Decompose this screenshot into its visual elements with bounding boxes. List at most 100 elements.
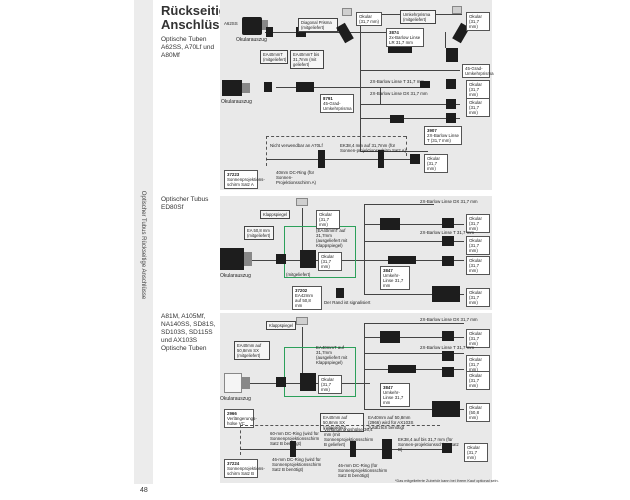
section2-diagram: Klappspiegel Okular (31,7 mm) EA 50,8 mm…: [220, 196, 492, 310]
eyepiece: [442, 256, 454, 266]
flip-mirror: [300, 373, 316, 391]
part-number: 2966: [227, 411, 237, 416]
okular-box: Okular (31,7 mm): [466, 288, 490, 307]
connector-line: [360, 70, 460, 71]
flip-mirror: [300, 250, 316, 268]
connector-line: [364, 294, 464, 295]
barlow-lens: [388, 47, 412, 53]
barlow-lens: [390, 115, 404, 123]
connector-line: [364, 409, 464, 410]
footnote: *Das mitgelieferte Zubehör kann bei Ihre…: [395, 479, 499, 483]
part-description: 45-Grad-Umkehrprisma: [323, 101, 352, 111]
okular-box: Okular (31,7 mm): [316, 210, 340, 229]
part-number: 8791: [323, 96, 333, 101]
vertical-section-title: Optischer Tubus Rückseitige Anschlüsse: [140, 190, 146, 300]
sun-screen-part: [290, 441, 296, 457]
okular-box: Okular (50,8 mm): [466, 403, 490, 422]
barlow-dx-label: 2X-Barlow Linse DX 31,7 mm: [420, 317, 478, 322]
part-number: 37202: [295, 288, 308, 293]
section2-title-line1: Optischer Tubus: [161, 196, 209, 203]
prism-45-box: 45-Grad-Umkehrprisma: [462, 64, 494, 78]
okular-box: Okular (31,7 mm): [466, 236, 490, 255]
sun-screen-part: [318, 150, 325, 168]
okular-box: Okular (31,7 mm): [318, 375, 342, 394]
a62ss-label: A62SS: [224, 21, 238, 26]
adapter: [296, 82, 306, 92]
dashed-guide: [406, 136, 407, 156]
barlow-dx-label: 2X-Barlow Linse DX 31,7 mm: [370, 91, 428, 96]
part-number: 37223: [227, 172, 240, 177]
adapter: [264, 82, 272, 92]
eyepiece: [442, 351, 454, 361]
diagonal-prism: [336, 22, 354, 44]
connector-line: [364, 241, 464, 242]
eyepiece-large: [432, 401, 460, 417]
klappspiegel-tag: Klappspiegel: [266, 321, 296, 330]
ea-sx-tag: EA40mm auf 50,8mm SX (mitgeliefert): [320, 413, 364, 432]
connector-line: [364, 204, 434, 205]
section1-diagram: A62SS Okularauszug Okularauszug EA40mmT …: [220, 0, 494, 190]
part-37223-box: 37223 Sonnenprojektions-schirm Satz A: [224, 170, 265, 189]
eyepiece: [442, 236, 454, 246]
connector-line: [380, 87, 381, 104]
okular-box: Okular (31,7 mm): [466, 329, 490, 348]
section2-title-line2: ED80Sf: [161, 204, 184, 211]
barlow-t-label: 2X-Barlow Linse T 31,7 mm: [370, 79, 425, 84]
fernrohr-label: Der Rand ist signalisiert: [324, 300, 371, 305]
adapter: [336, 288, 344, 298]
focuser: [244, 252, 252, 266]
okular-box: Okular (31,7 mm): [466, 98, 490, 117]
section-heading-line1: Rückseitige: [161, 3, 234, 18]
mitgeliefert-label: (mitgeliefert): [286, 272, 311, 277]
ea40t-label: EA40mmT auf 31,7mm (ausgeliefert mit Kla…: [316, 345, 348, 365]
connector-line: [360, 14, 361, 151]
okular-box: Okular (31,7 mm): [356, 12, 382, 26]
ea40-tag: EA40mm auf 50,8mm SX (mitgeliefert): [234, 341, 270, 360]
dashed-guide: [266, 136, 267, 166]
okular-box: Okular (31,7 mm): [466, 371, 490, 390]
adapter: [276, 377, 286, 387]
okular-box: Okular (31,7 mm): [466, 12, 490, 31]
okularauszug-label: Okularauszug: [236, 37, 267, 43]
sun-screen-part: [350, 441, 356, 457]
okularauszug-label: Okularauszug: [221, 99, 252, 105]
part-description: 2x-Barlow Linse LR 31,7 mm: [389, 35, 421, 45]
part-number: 3847: [383, 268, 393, 273]
part-37202-box: 37202 EA42mm auf 50,8 mm: [292, 286, 322, 310]
eyepiece: [446, 79, 456, 89]
connector-line: [302, 208, 303, 260]
barlow-dx-label: 2X-Barlow Linse DX 31,7 mm: [420, 199, 478, 204]
scope-rear-focuser: [242, 83, 250, 93]
connector-line: [266, 159, 416, 160]
verlaengerung-label: Verlängerungshülse 36,4 mm (mit Sonnenpr…: [324, 427, 374, 447]
okular-box: Okular (31,7 mm): [424, 154, 448, 173]
diagonal-prisma-tag: Diagonal Prisma (mitgeliefert): [298, 18, 338, 32]
connector-line: [360, 151, 428, 152]
eyepiece-large: [432, 286, 460, 302]
ek-label: EK38,4 mm auf 31,7mm (für Sonnen-projekt…: [340, 143, 407, 153]
ring-label: 40mm DC-Ring (für Sonnen-Projektionsschi…: [276, 170, 317, 185]
part-number: 3907: [427, 128, 437, 133]
part-description: Sonnenprojektions-schirm Satz A: [227, 177, 265, 187]
eyepiece: [296, 198, 308, 206]
erecting-lens: [388, 256, 416, 264]
prism-45: [446, 48, 458, 62]
part-number: 3847: [383, 385, 393, 390]
okularauszug-label: Okularauszug: [220, 273, 251, 279]
eyepiece: [296, 317, 308, 325]
okular-box: Okular (31,7 mm): [466, 214, 490, 233]
eyepiece: [442, 331, 454, 341]
eyepiece: [446, 113, 456, 123]
sidebar-strip: [134, 0, 153, 484]
dashed-guide: [240, 425, 440, 426]
part-3847-box: 3847 Umkehr- Linse 31,7 mm: [380, 266, 410, 290]
ea40-tag: EA40mmT bis 31,7mm (mit geliefert): [290, 50, 324, 69]
connector-line: [265, 32, 387, 33]
connector-line: [364, 224, 464, 225]
connector-line: [364, 204, 365, 294]
eyepiece: [452, 6, 462, 14]
connector-line: [364, 353, 464, 354]
ea40-tag: EA40mmT (mitgeliefert): [260, 50, 288, 64]
scope-ed80sf: [220, 248, 244, 270]
connector-line: [302, 327, 303, 383]
